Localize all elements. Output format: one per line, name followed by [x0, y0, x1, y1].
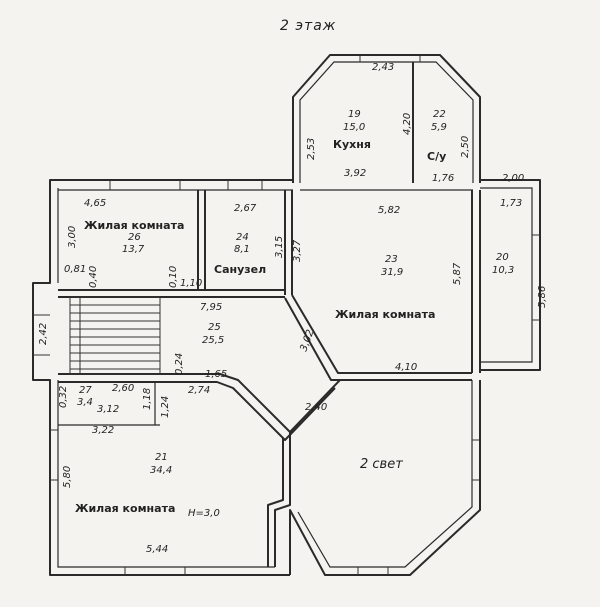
living-nw-label: Жилая комната [84, 219, 184, 232]
hall-num: 25 [208, 322, 221, 333]
dim-392: 3,92 [344, 168, 366, 179]
hall-area: 25,5 [202, 335, 224, 346]
living-nw-area: 13,7 [122, 244, 145, 255]
kitchen-num: 19 [348, 109, 361, 120]
dim-544: 5,44 [146, 544, 168, 555]
wc-label: С/у [427, 150, 446, 163]
kitchen-area: 15,0 [343, 122, 365, 133]
dim-165: 1,65 [205, 369, 227, 380]
dim-315: 3,15 [274, 236, 285, 258]
dim-410: 4,10 [395, 362, 417, 373]
interior-walls [58, 62, 481, 567]
dim-242: 2,42 [38, 323, 49, 345]
living-sw-label: Жилая комната [75, 502, 175, 515]
bath-label: Санузел [214, 263, 266, 276]
dim-795: 7,95 [200, 302, 222, 313]
dim-010: 0,10 [168, 266, 179, 288]
balcony-area: 10,3 [492, 265, 514, 276]
wc-num: 22 [433, 109, 446, 120]
living-sw-height: H=3,0 [188, 508, 220, 519]
windows [33, 55, 540, 575]
bath-area: 8,1 [234, 244, 250, 255]
dim-032: 0,32 [58, 386, 69, 408]
void-label: 2 свет [360, 457, 403, 472]
balcony-num: 20 [496, 252, 509, 263]
dim-465: 4,65 [84, 198, 106, 209]
outer-walls [32, 54, 541, 576]
store-area: 3,4 [77, 397, 93, 408]
dim-250: 2,50 [460, 136, 471, 158]
living-sw-area: 34,4 [150, 465, 172, 476]
dim-243: 2,43 [372, 62, 394, 73]
dim-420: 4,20 [402, 113, 413, 135]
dim-267: 2,67 [234, 203, 257, 214]
living-nw-num: 26 [128, 232, 141, 243]
staircase [69, 296, 161, 375]
dim-587: 5,87 [452, 262, 463, 285]
floor-title: 2 этаж [280, 18, 336, 34]
living-c-num: 23 [385, 254, 398, 265]
bath-num: 24 [236, 232, 249, 243]
dim-024: 0,24 [174, 353, 185, 375]
living-sw-num: 21 [155, 452, 168, 463]
wc-area: 5,9 [431, 122, 447, 133]
store-num: 27 [79, 385, 92, 396]
kitchen-label: Кухня [333, 138, 371, 151]
dim-312: 3,12 [97, 404, 119, 415]
living-c-label: Жилая комната [335, 308, 435, 321]
dim-580: 5,80 [62, 466, 73, 488]
dim-327: 3,27 [292, 239, 303, 262]
dim-586: 5,86 [537, 286, 548, 308]
dim-124: 1,24 [160, 396, 171, 418]
dim-040: 0,40 [88, 266, 99, 288]
dim-081: 0,81 [64, 264, 86, 275]
dim-322: 3,22 [92, 425, 114, 436]
living-c-area: 31,9 [381, 267, 403, 278]
dim-274: 2,74 [188, 385, 210, 396]
dim-300: 3,00 [67, 226, 78, 248]
dim-200: 2,00 [502, 173, 524, 184]
dim-110: 1,10 [180, 278, 202, 289]
dim-582: 5,82 [378, 205, 400, 216]
dim-240: 2,40 [305, 402, 327, 413]
dim-176: 1,76 [432, 173, 454, 184]
dim-173: 1,73 [500, 198, 522, 209]
dim-118: 1,18 [142, 388, 153, 410]
dim-253: 2,53 [306, 138, 317, 160]
dim-260: 2,60 [112, 383, 134, 394]
